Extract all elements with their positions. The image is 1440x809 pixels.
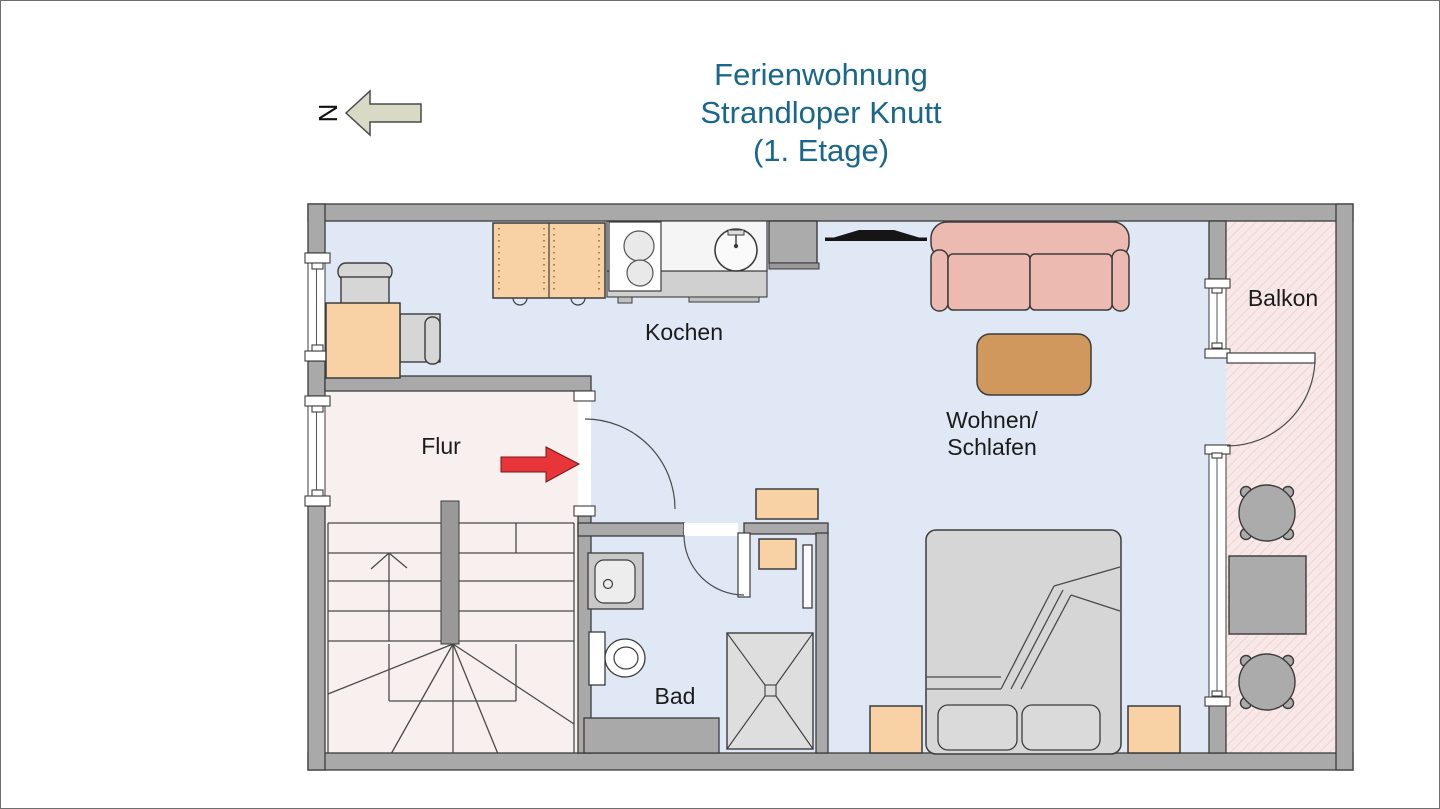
bathroom-door-swing-arc xyxy=(683,534,745,596)
wall-right xyxy=(1335,203,1354,771)
kitchen-chimney-ledge xyxy=(768,262,820,270)
dining-table xyxy=(325,302,401,379)
window-left-hallway xyxy=(307,405,326,497)
wall-left-mid xyxy=(307,360,326,397)
bathroom-door-leaf xyxy=(737,532,751,598)
bathroom-door xyxy=(683,523,751,598)
kitchen-label: Kochen xyxy=(645,319,723,345)
window-caps-left xyxy=(304,252,331,507)
nightstand-left xyxy=(869,705,923,754)
window-balcony-bottom xyxy=(1208,452,1227,698)
wall-bottom xyxy=(307,752,1354,771)
balcony-label: Balkon xyxy=(1248,285,1318,311)
staircase xyxy=(327,500,575,755)
bathroom-label: Bad xyxy=(655,683,696,709)
hallway-top-wall xyxy=(324,375,592,392)
hallway-door xyxy=(573,390,676,517)
chair-back xyxy=(424,316,441,365)
stool xyxy=(758,538,797,570)
sofa xyxy=(930,221,1130,312)
walls xyxy=(307,203,1354,771)
stove xyxy=(608,221,662,292)
balcony-door xyxy=(1226,352,1316,447)
balcony-chair xyxy=(1238,653,1296,711)
nightstand-right xyxy=(1127,705,1181,754)
blanket-fold xyxy=(926,566,1121,690)
dining-set xyxy=(325,262,441,379)
kitchen-sink xyxy=(714,228,758,272)
kitchen-cabinets xyxy=(492,222,606,306)
wall-top xyxy=(307,203,1354,222)
burner-icon xyxy=(626,259,654,287)
shower xyxy=(726,632,814,750)
bathroom-right-wall xyxy=(815,532,829,754)
title-line-2: Strandloper Knutt xyxy=(700,95,942,130)
toilet xyxy=(588,631,646,686)
faucet-icon xyxy=(727,229,745,236)
north-arrow-shape xyxy=(344,89,422,137)
title-line-3: (1. Etage) xyxy=(753,133,889,168)
wall-left-bottom xyxy=(307,505,326,771)
balcony-table xyxy=(1228,555,1307,635)
burner-icon xyxy=(623,230,655,262)
living-label-line1: Wohnen/ xyxy=(946,407,1038,433)
bathroom-sink xyxy=(587,552,644,610)
balcony-chair xyxy=(1238,484,1296,542)
radiator xyxy=(802,544,813,609)
cabinet-handles xyxy=(512,297,586,306)
chair-seat xyxy=(340,276,390,306)
niche-top-wall xyxy=(743,522,829,535)
north-arrow-icon: N xyxy=(313,89,422,137)
entrance-arrow-icon xyxy=(500,446,581,483)
balcony-wall-stub-top xyxy=(1208,220,1227,280)
window-caps-balcony xyxy=(1204,278,1231,707)
bathroom-knee-wall xyxy=(583,717,720,754)
pillow xyxy=(1021,704,1101,751)
balcony-door-leaf xyxy=(1226,352,1316,364)
wall-left-top xyxy=(307,203,326,254)
hallway-door-swing-arc xyxy=(584,418,676,510)
bed xyxy=(925,529,1122,755)
balcony-door-swing-arc xyxy=(1226,357,1316,447)
hallway-label: Flur xyxy=(421,433,461,459)
pillow xyxy=(937,704,1018,751)
window-balcony-top xyxy=(1208,287,1227,350)
window-left-kitchen xyxy=(307,262,326,352)
coffee-table xyxy=(976,333,1092,396)
bathroom-top-wall xyxy=(577,522,685,537)
tv-icon xyxy=(825,230,927,241)
stair-spine-wall xyxy=(440,500,460,645)
balcony-wall-stub-bottom xyxy=(1208,704,1227,754)
north-label: N xyxy=(313,104,343,123)
sideboard xyxy=(755,488,819,520)
title-line-1: Ferienwohnung xyxy=(714,57,928,92)
kitchen-chimney-block xyxy=(768,220,818,264)
stairs-up-arrow xyxy=(370,552,408,641)
page-title: Ferienwohnung Strandloper Knutt (1. Etag… xyxy=(700,57,942,168)
living-label-line2: Schlafen xyxy=(947,434,1037,460)
